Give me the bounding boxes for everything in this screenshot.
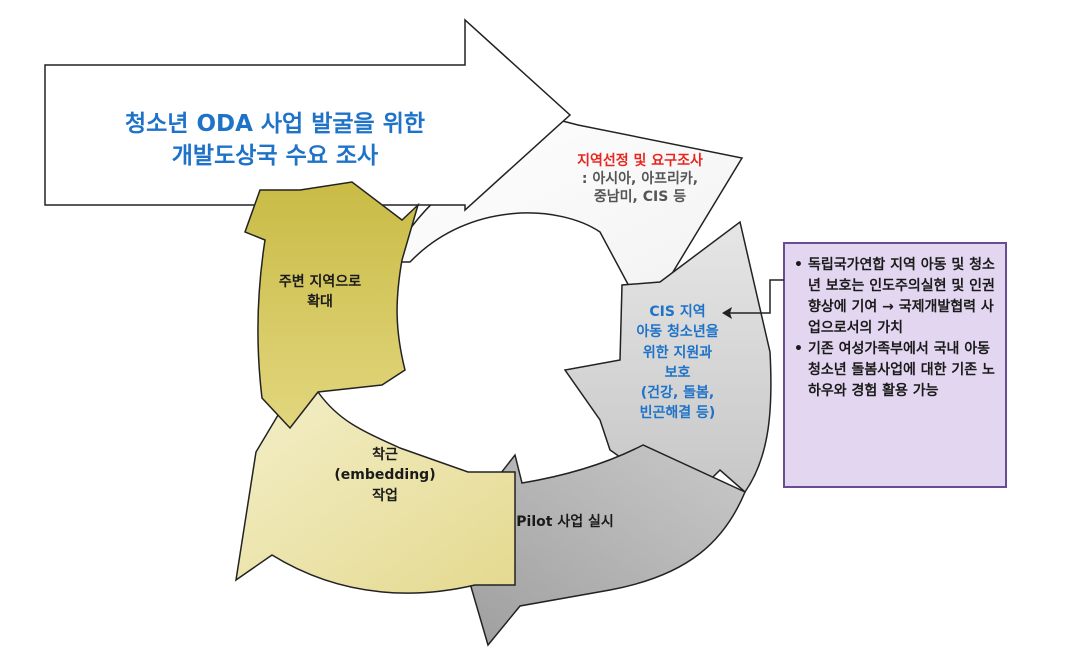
embed-line-2: (embedding) bbox=[334, 467, 436, 484]
embed-line-3: 작업 bbox=[372, 487, 398, 504]
step-embed-label: 착근 (embedding) 작업 bbox=[310, 445, 460, 506]
title-line-1: 청소년 ODA 사업 발굴을 위한 bbox=[124, 111, 426, 137]
survey-heading: 지역선정 및 요구조사 bbox=[577, 153, 703, 169]
embed-line-1: 착근 bbox=[372, 447, 398, 463]
step-expand-label: 주변 지역으로 확대 bbox=[250, 272, 390, 313]
cis-line-1: CIS 지역 bbox=[649, 304, 706, 320]
note-item-2: 기존 여성가족부에서 국내 아동 청소년 돌봄사업에 대한 기존 노하우와 경험… bbox=[794, 339, 998, 402]
note-connector-arrowhead bbox=[722, 307, 732, 319]
step-survey-label: 지역선정 및 요구조사 : 아시아, 아프리카, 중남미, CIS 등 bbox=[540, 152, 740, 207]
cis-line-3: 위한 지원과 bbox=[642, 344, 713, 361]
cis-line-2: 아동 청소년을 bbox=[636, 324, 719, 341]
pilot-line-1: Pilot 사업 실시 bbox=[516, 514, 614, 530]
cis-line-6: 빈곤해결 등) bbox=[639, 405, 716, 422]
step-cis-arrow bbox=[563, 220, 772, 501]
cis-line-4: 보호 bbox=[664, 364, 691, 381]
expand-line-2: 확대 bbox=[307, 294, 333, 311]
note-text: 독립국가연합 지역 아동 및 청소년 보호는 인도주의실현 및 인권 향상에 기… bbox=[784, 243, 1006, 487]
step-embed-arrow bbox=[234, 389, 516, 594]
note-list: 독립국가연합 지역 아동 및 청소년 보호는 인도주의실현 및 인권 향상에 기… bbox=[794, 255, 998, 402]
note-connector-line bbox=[728, 279, 784, 314]
step-cis-label: CIS 지역 아동 청소년을 위한 지원과 보호 (건강, 돌봄, 빈곤해결 등… bbox=[610, 302, 745, 424]
cis-line-5: (건강, 돌봄, bbox=[640, 385, 715, 402]
step-pilot-label: Pilot 사업 실시 bbox=[475, 513, 655, 531]
expand-line-1: 주변 지역으로 bbox=[278, 274, 362, 290]
title-line-2: 개발도상국 수요 조사 bbox=[171, 143, 379, 170]
title-arrow bbox=[44, 18, 572, 212]
note-item-1: 독립국가연합 지역 아동 및 청소년 보호는 인도주의실현 및 인권 향상에 기… bbox=[794, 255, 998, 339]
survey-line-1: : 아시아, 아프리카, bbox=[581, 171, 699, 188]
diagram-title: 청소년 ODA 사업 발굴을 위한 개발도상국 수요 조사 bbox=[60, 108, 490, 172]
survey-line-2: 중남미, CIS 등 bbox=[593, 189, 687, 206]
step-pilot-arrow bbox=[454, 444, 746, 647]
step-expand-arrow bbox=[244, 181, 420, 430]
